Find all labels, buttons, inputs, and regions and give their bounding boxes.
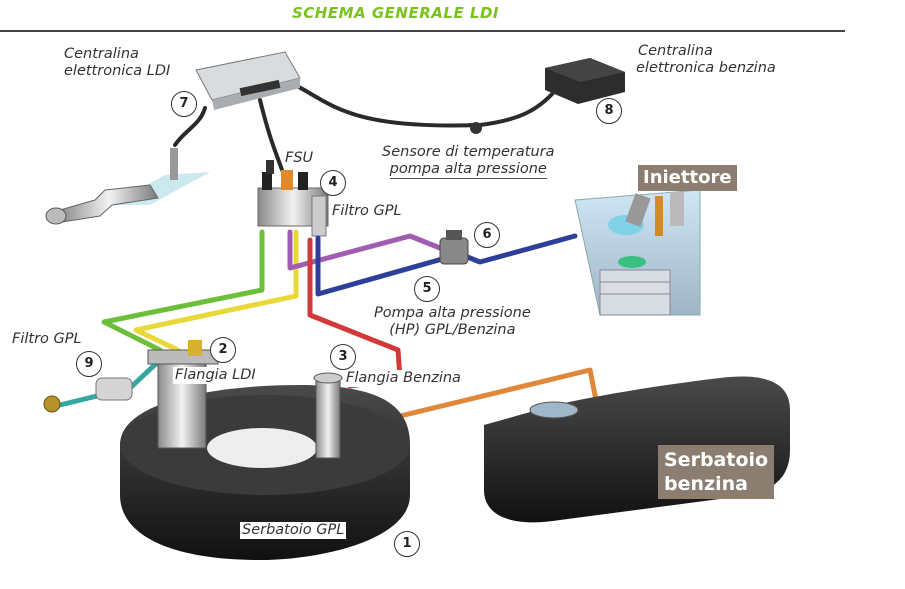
green-fuel-line [101,229,265,353]
serbatoio-benzina-line1: Serbatoio [664,449,769,471]
sensore-line2: pompa alta pressione [389,161,547,179]
benzina-flange-shape [313,372,343,459]
centralina-benzina-line1: Centralina [638,43,713,59]
callout-4: 4 [320,170,346,196]
purple-fuel-line [287,229,443,271]
centralina-ldi-label: Centralina elettronica LDI [64,46,170,80]
pompa-line2: (HP) GPL/Benzina [389,322,516,338]
title-divider [0,30,845,32]
pompa-line1: Pompa alta pressione [374,305,531,321]
centralina-benzina-label: Centralina elettronica benzina [636,43,776,77]
diagram-title: SCHEMA GENERALE LDI [292,4,500,22]
filtro-gpl-fsu-label: Filtro GPL [332,203,402,219]
callout-7: 7 [171,91,197,117]
flangia-benzina-label: Flangia Benzina [344,370,463,387]
lpg-filter-shape [43,377,133,413]
serbatoio-gpl-label: Serbatoio GPL [240,522,347,539]
serbatoio-benzina-line2: benzina [664,473,748,495]
callout-8: 8 [596,98,622,124]
callout-6: 6 [474,222,500,248]
sensor-connector [470,122,482,134]
centralina-benzina-line2: elettronica benzina [636,60,776,76]
fsu-unit-shape [257,160,329,237]
centralina-ldi-line2: elettronica LDI [64,63,171,79]
sensore-line1: Sensore di temperatura [382,144,555,160]
ecu-ldi-shape [195,51,301,110]
callout-1: 1 [394,531,420,557]
iniettore-badge: Iniettore [638,165,737,191]
callout-5: 5 [414,276,440,302]
callout-9: 9 [76,351,102,377]
centralina-ldi-line1: Centralina [64,46,139,62]
sensore-temperatura-label: Sensore di temperatura pompa alta pressi… [382,144,555,179]
wiring-harness [173,78,562,172]
catalytic-converter-shape [45,148,210,225]
pompa-alta-pressione-label: Pompa alta pressione (HP) GPL/Benzina [374,305,531,339]
callout-2: 2 [210,337,236,363]
fsu-label: FSU [285,150,314,166]
hp-pump-shape [439,230,469,265]
callout-3: 3 [330,344,356,370]
engine-cutaway-shape [574,189,701,316]
ecu-benzina-shape [545,58,625,104]
flangia-ldi-label: Flangia LDI [173,367,258,384]
serbatoio-benzina-badge: Serbatoio benzina [658,445,775,499]
yellow-fuel-line [133,229,299,353]
filtro-gpl-label: Filtro GPL [12,331,82,347]
